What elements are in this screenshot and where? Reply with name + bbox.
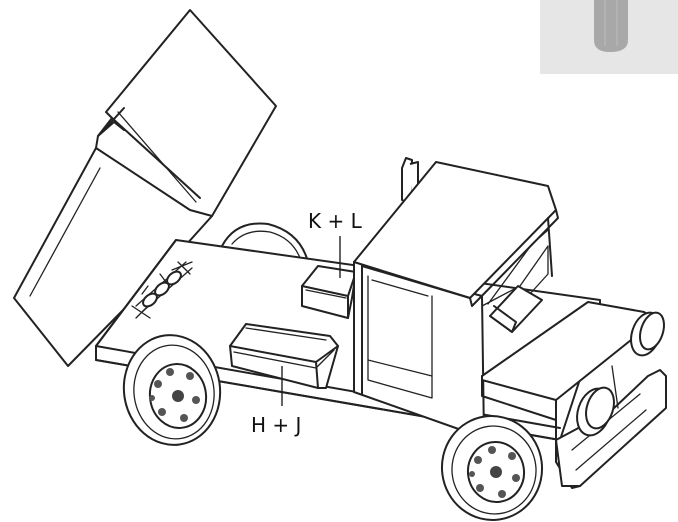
truck-hood — [481, 301, 667, 489]
hinge-spring-detail — [131, 261, 193, 319]
callout-label-h-j: H + J — [251, 413, 301, 437]
part-h-j-block — [229, 323, 339, 389]
rear-wheel-near — [122, 334, 222, 446]
front-wheel — [440, 415, 544, 521]
inset-thumbnail — [540, 0, 678, 74]
headlights — [576, 311, 665, 437]
part-k-l-block — [301, 265, 357, 319]
truck-cab — [353, 157, 559, 439]
steering-wheel-block — [489, 285, 543, 333]
dump-bed — [13, 9, 277, 367]
callout-label-k-l: K + L — [308, 209, 363, 233]
